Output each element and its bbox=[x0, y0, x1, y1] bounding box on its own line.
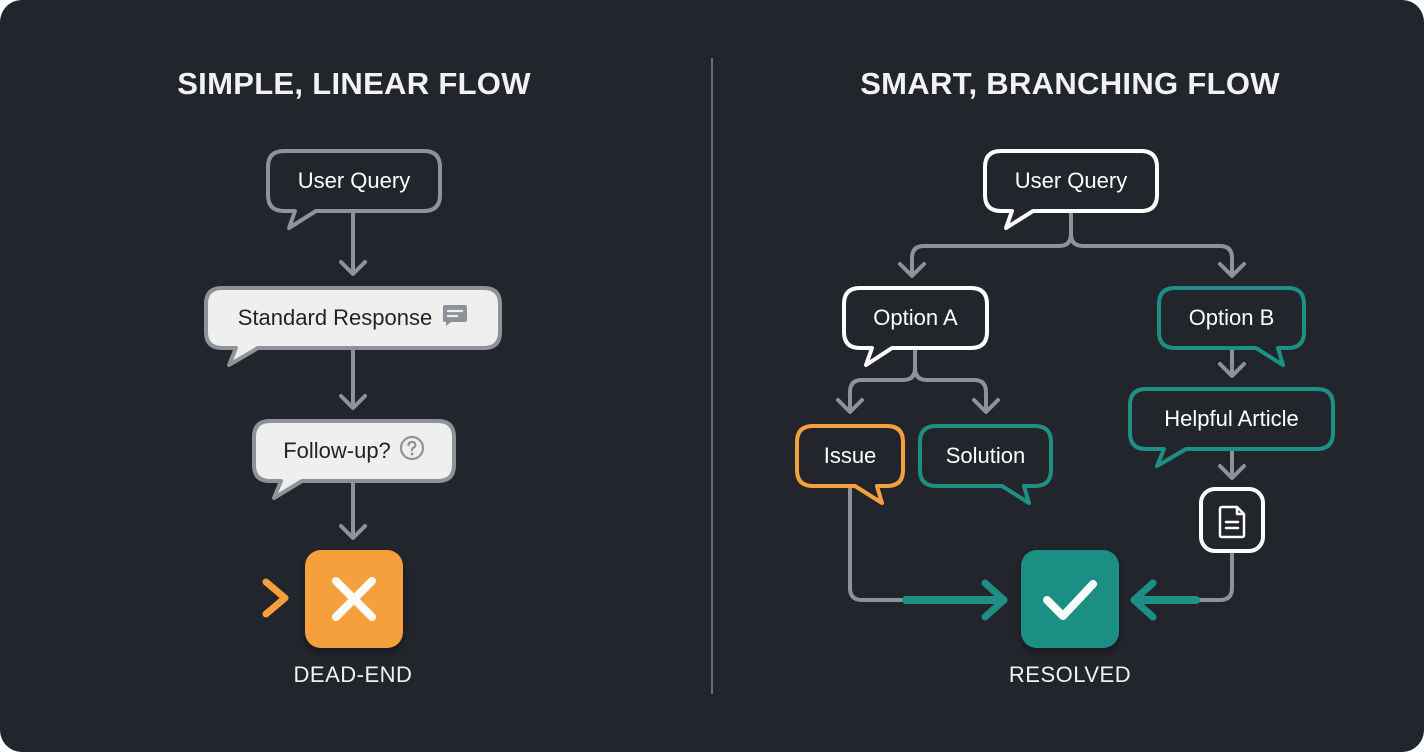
resolved-box bbox=[1021, 550, 1119, 648]
panel-divider bbox=[711, 58, 713, 694]
connector-response-to-followup bbox=[339, 348, 367, 410]
option-b-label: Option B bbox=[1188, 305, 1275, 330]
standard-response-label: Standard Response bbox=[237, 305, 433, 330]
close-x-icon bbox=[332, 577, 376, 621]
resolved-label: RESOLVED bbox=[1008, 662, 1132, 687]
left-panel-title: SIMPLE, LINEAR FLOW bbox=[177, 66, 531, 101]
solution-label: Solution bbox=[945, 443, 1026, 468]
follow-up-label: Follow-up? bbox=[283, 438, 391, 463]
connector-article-to-document bbox=[1218, 448, 1246, 480]
issue-bubble bbox=[795, 424, 905, 505]
dead-end-box bbox=[305, 550, 403, 648]
left-standard-response-bubble bbox=[204, 286, 502, 367]
right-user-query-label: User Query bbox=[1014, 168, 1128, 193]
connector-option-b-to-article bbox=[1218, 346, 1246, 378]
left-standard-response-node: Standard Response bbox=[206, 288, 500, 348]
right-user-query-bubble bbox=[983, 149, 1159, 230]
teal-arrows-into-resolved bbox=[902, 579, 1200, 621]
solution-bubble bbox=[918, 424, 1053, 505]
helpful-article-bubble bbox=[1128, 387, 1335, 468]
left-user-query-bubble bbox=[266, 149, 442, 230]
incoming-orange-arrow-icon bbox=[186, 578, 289, 618]
right-connectors bbox=[836, 210, 1246, 602]
checkmark-icon bbox=[1043, 580, 1097, 620]
connector-followup-to-deadend bbox=[339, 482, 367, 540]
chat-icon bbox=[442, 303, 468, 333]
connector-query-branch bbox=[898, 210, 1073, 278]
option-b-bubble bbox=[1157, 286, 1306, 367]
helpful-article-label: Helpful Article bbox=[1164, 406, 1299, 431]
dead-end-label: DEAD-END bbox=[293, 662, 413, 687]
connector-query-to-response bbox=[339, 210, 367, 276]
connector-issue-to-resolved bbox=[848, 486, 908, 602]
right-panel-title: SMART, BRANCHING FLOW bbox=[860, 66, 1280, 101]
left-connectors bbox=[339, 210, 367, 540]
connector-query-branch-b bbox=[1069, 232, 1246, 278]
help-circle-icon bbox=[399, 435, 425, 467]
document-icon bbox=[1199, 487, 1265, 553]
left-user-query-label: User Query bbox=[297, 168, 411, 193]
connector-document-to-resolved bbox=[1194, 550, 1234, 602]
issue-label: Issue bbox=[823, 443, 877, 468]
left-follow-up-node: Follow-up? bbox=[254, 421, 454, 481]
option-a-bubble bbox=[842, 286, 989, 367]
option-a-label: Option A bbox=[873, 305, 958, 330]
connector-option-a-branch-solution bbox=[913, 366, 1000, 414]
